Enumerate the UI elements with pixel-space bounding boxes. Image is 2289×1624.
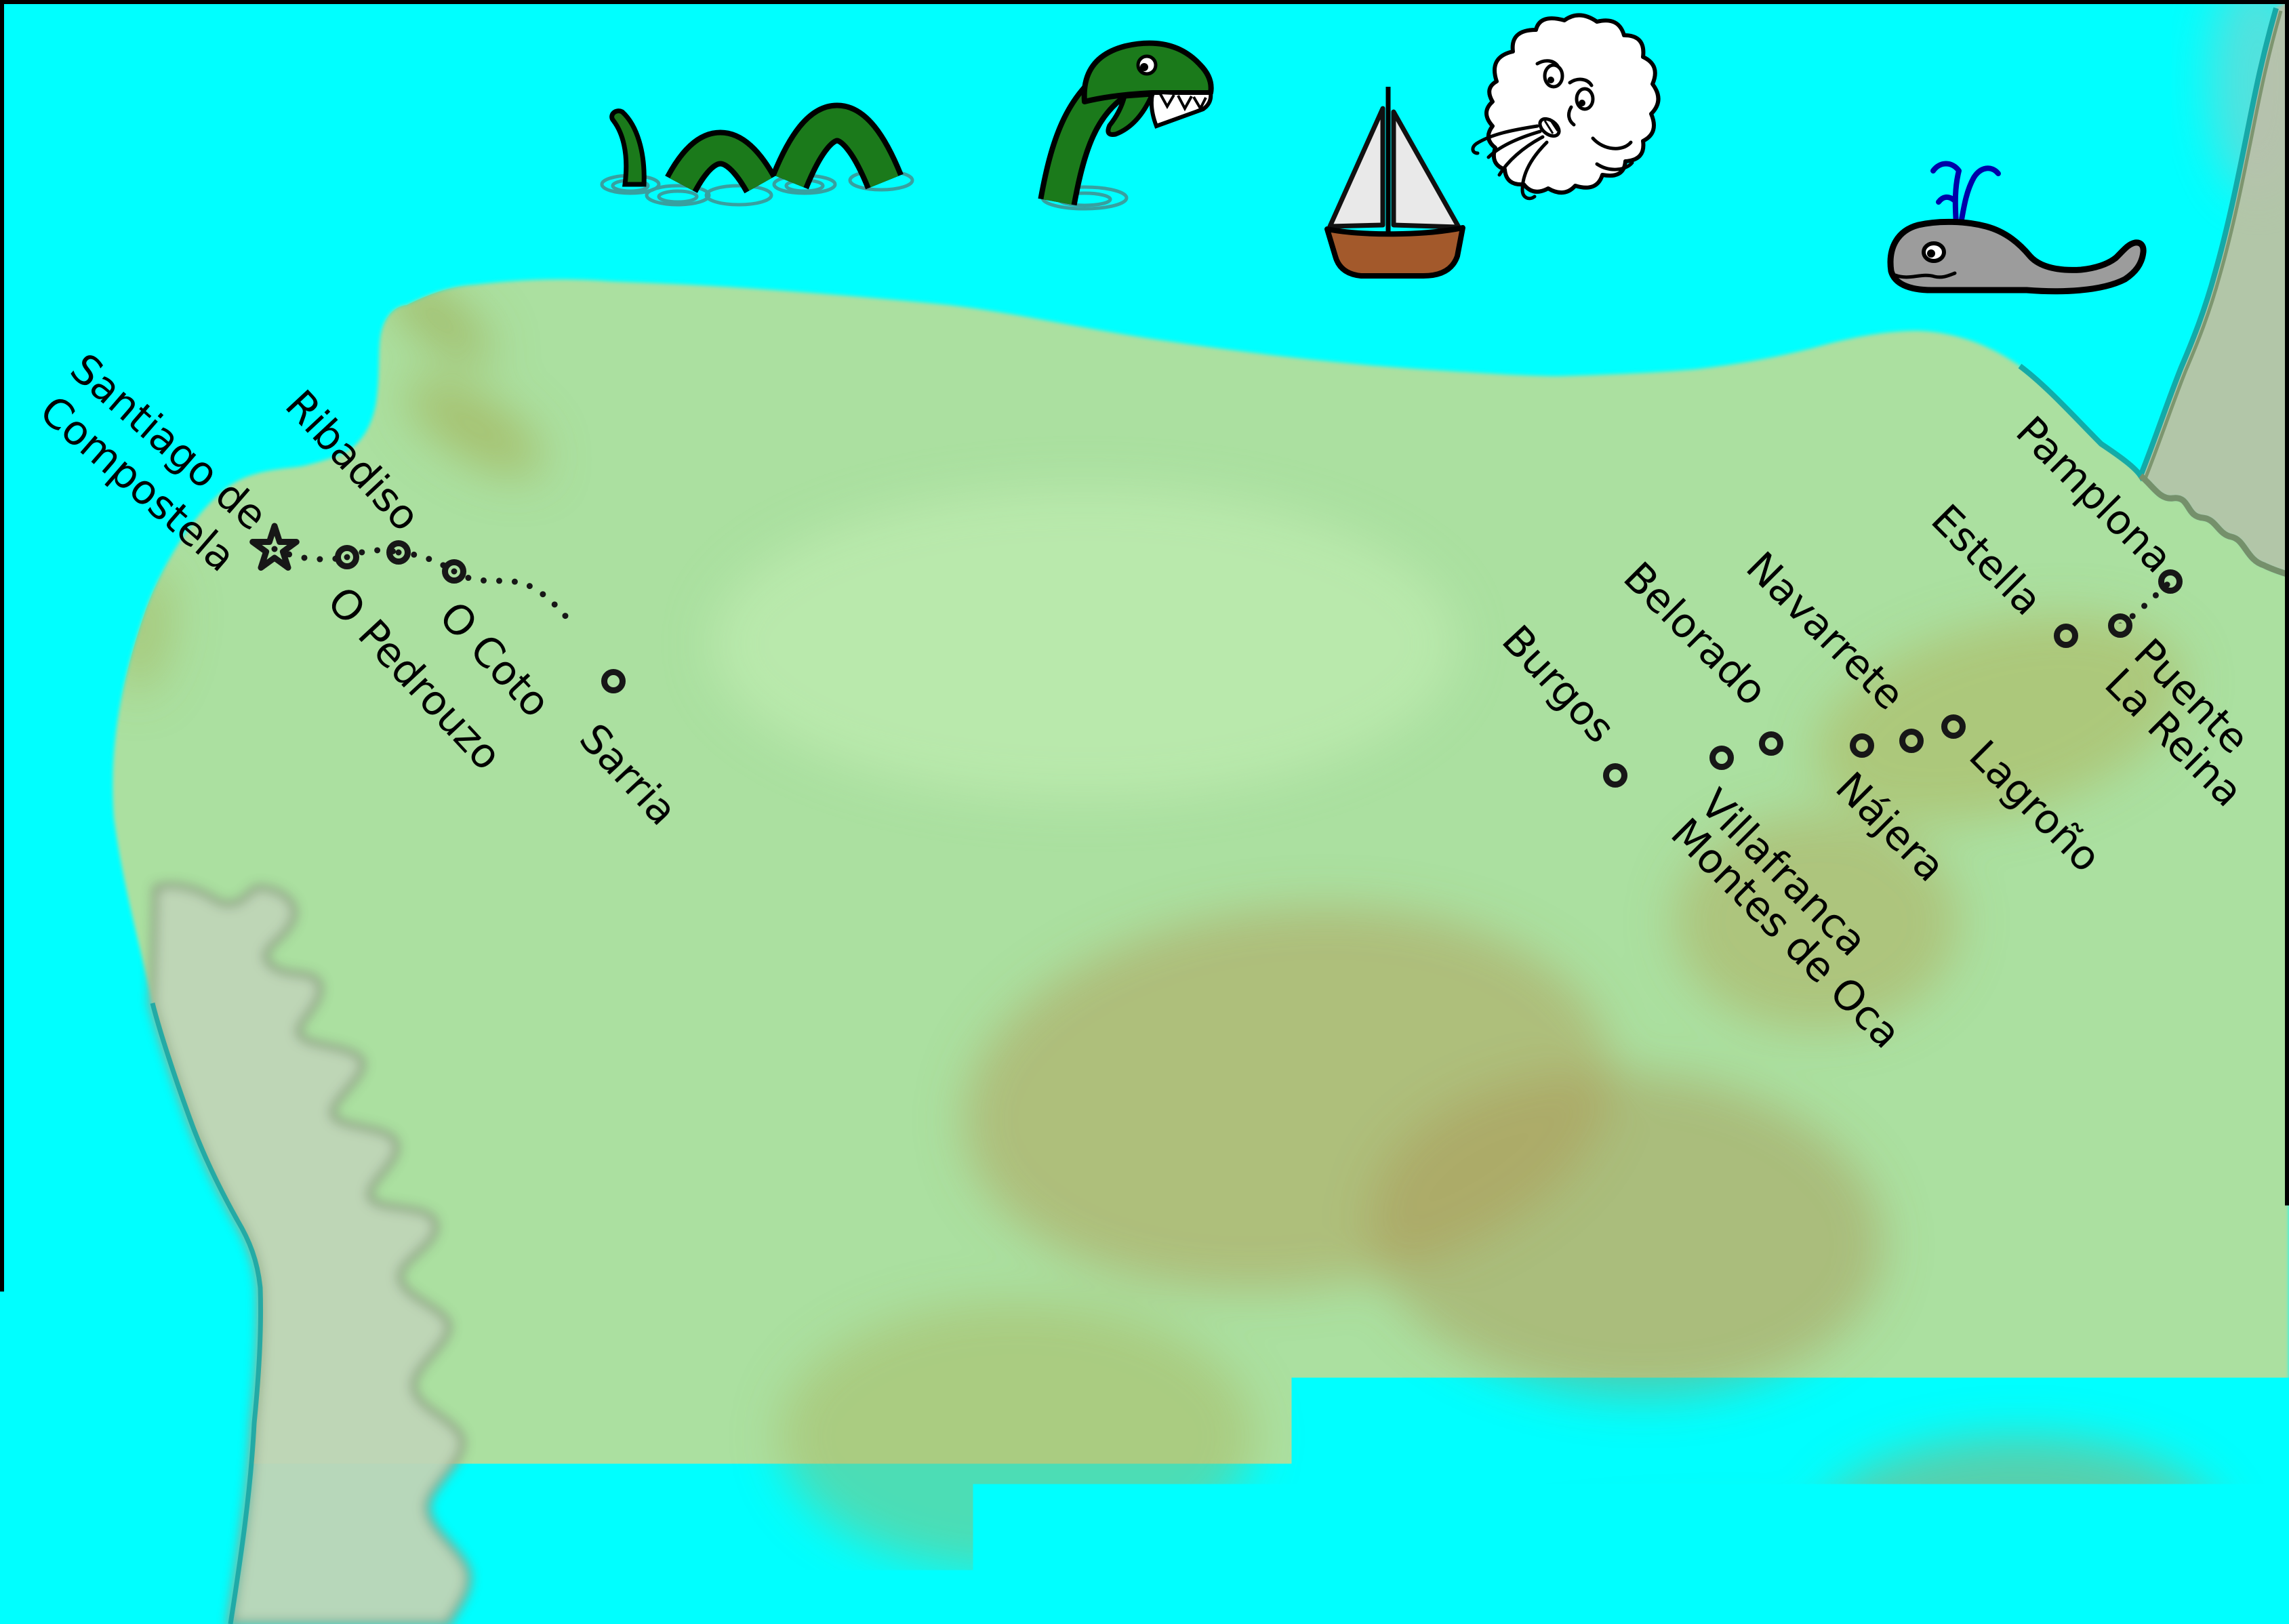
boat-hull bbox=[1327, 228, 1463, 276]
cloud-eye bbox=[1545, 65, 1562, 87]
cloud-eye bbox=[1577, 89, 1593, 109]
